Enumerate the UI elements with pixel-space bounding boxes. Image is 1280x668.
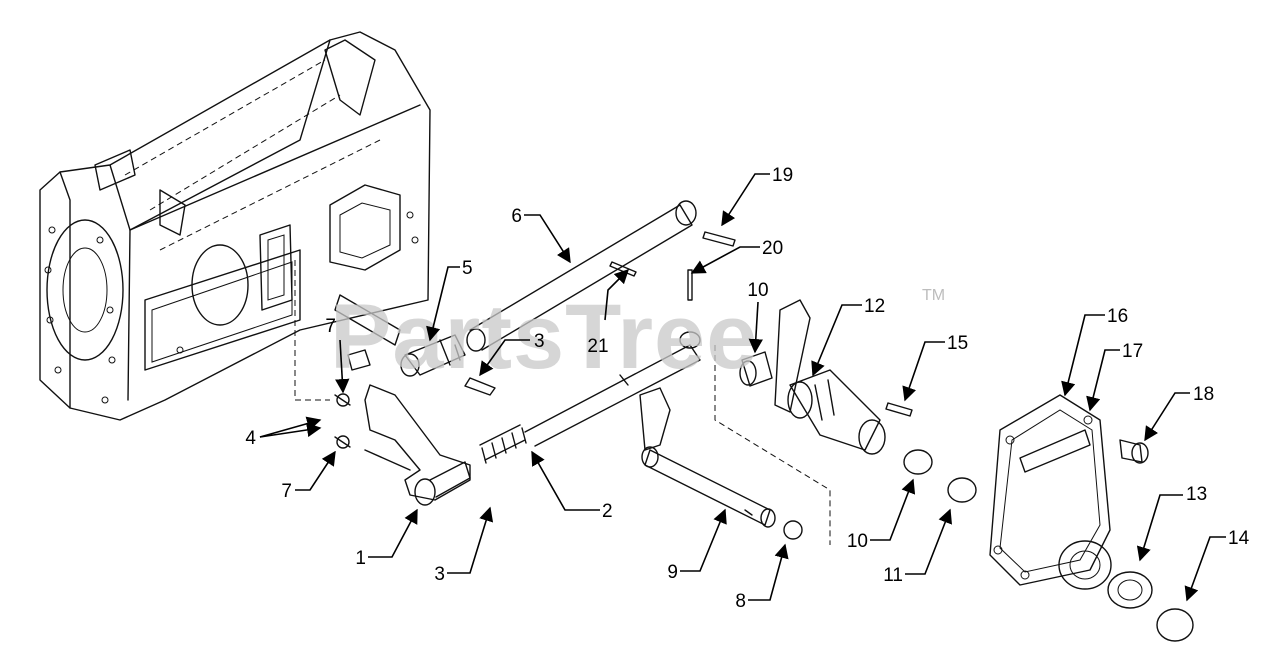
callout-8: 8 bbox=[735, 591, 746, 612]
callout-4: 4 bbox=[245, 428, 256, 449]
lower-arm bbox=[639, 345, 831, 545]
upper-shaft bbox=[400, 200, 697, 396]
shift-lever bbox=[334, 294, 471, 506]
callout-21: 21 bbox=[587, 336, 608, 357]
callout-17: 17 bbox=[1122, 341, 1143, 362]
callout-7-lower: 7 bbox=[281, 481, 292, 502]
callout-2: 2 bbox=[602, 501, 613, 522]
callout-16: 16 bbox=[1107, 306, 1128, 327]
fasteners bbox=[1107, 439, 1194, 642]
callout-9: 9 bbox=[667, 562, 678, 583]
callout-labels: 1 2 3 3 4 5 6 7 7 8 9 10 10 11 12 13 14 … bbox=[245, 165, 1249, 612]
watermark-trademark: TM bbox=[922, 287, 945, 304]
callout-7-upper: 7 bbox=[325, 316, 336, 337]
callout-20: 20 bbox=[762, 238, 783, 259]
callout-10-upper: 10 bbox=[747, 280, 768, 301]
callout-1: 1 bbox=[355, 548, 366, 569]
callout-19: 19 bbox=[772, 165, 793, 186]
watermark-text: PartsTree bbox=[330, 286, 758, 388]
callout-5: 5 bbox=[462, 258, 473, 279]
callout-3-lower: 3 bbox=[434, 564, 445, 585]
callout-6: 6 bbox=[511, 206, 522, 227]
collar-bearing bbox=[739, 299, 977, 503]
side-cover bbox=[989, 394, 1112, 590]
callout-15: 15 bbox=[947, 333, 968, 354]
callout-13: 13 bbox=[1186, 484, 1207, 505]
pins bbox=[609, 231, 913, 417]
callout-10-lower: 10 bbox=[847, 531, 868, 552]
callout-leaders bbox=[259, 173, 1226, 602]
watermark: PartsTree TM bbox=[330, 286, 945, 388]
callout-11: 11 bbox=[883, 565, 903, 586]
clips bbox=[334, 393, 351, 449]
transmission-housing bbox=[39, 31, 431, 421]
shift-rod-spring bbox=[479, 331, 701, 464]
callout-12: 12 bbox=[864, 296, 885, 317]
housing-bolt-holes bbox=[44, 211, 419, 404]
callout-3-upper: 3 bbox=[534, 331, 545, 352]
callout-18: 18 bbox=[1193, 384, 1214, 405]
callout-14: 14 bbox=[1228, 528, 1250, 549]
